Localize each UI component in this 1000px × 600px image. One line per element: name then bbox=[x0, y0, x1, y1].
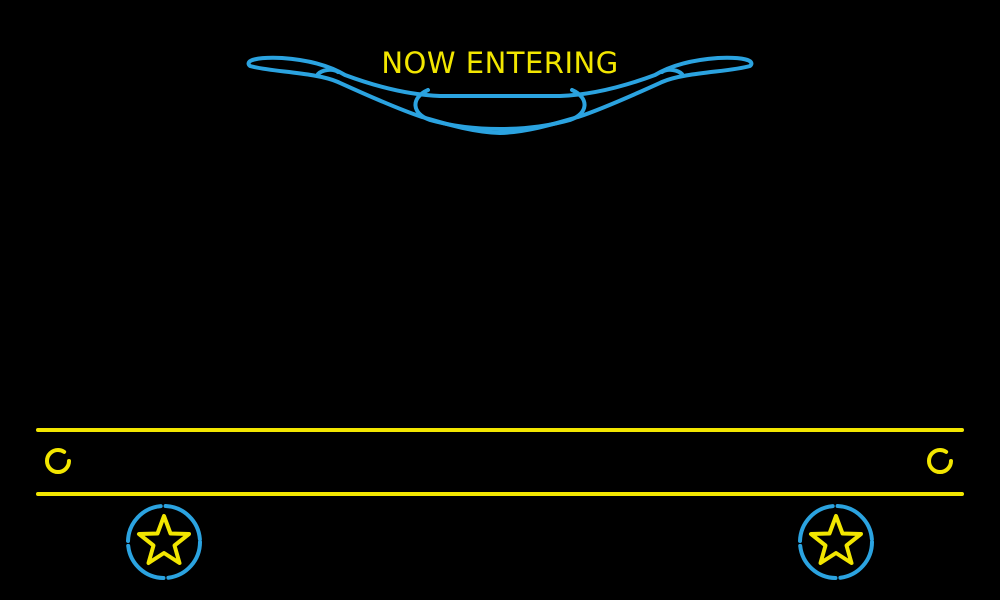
ring-icon bbox=[927, 448, 953, 474]
star-in-circle-icon bbox=[798, 504, 874, 580]
horns-right-curl bbox=[660, 67, 684, 76]
horns-inner-lower bbox=[413, 88, 587, 131]
star-icon bbox=[809, 514, 863, 565]
badge-ring bbox=[126, 504, 202, 580]
ring-icon bbox=[45, 448, 71, 474]
star-in-circle-icon bbox=[126, 504, 202, 580]
star-icon bbox=[137, 514, 191, 565]
horizontal-bar bbox=[36, 428, 964, 496]
badge-ring bbox=[798, 504, 874, 580]
sign-header-text: NOW ENTERING bbox=[381, 46, 618, 80]
longhorn-horns-icon bbox=[246, 55, 754, 135]
horns-outline bbox=[246, 55, 754, 135]
horns-left-curl bbox=[316, 67, 340, 76]
